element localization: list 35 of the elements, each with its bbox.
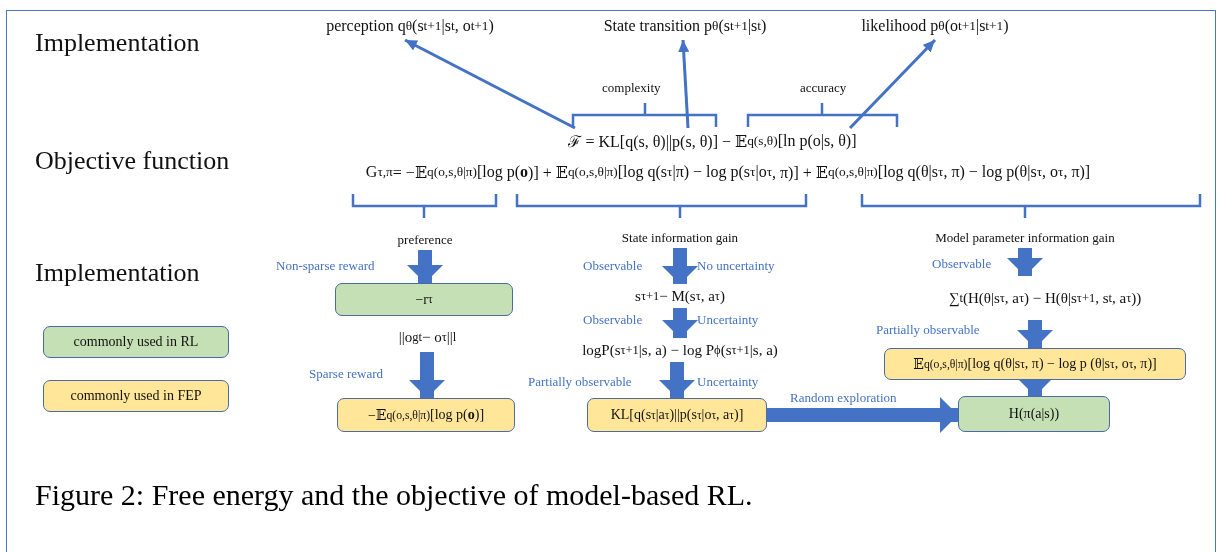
formula-box: H(π(a|s)) xyxy=(958,396,1110,432)
edge-label: Partially observable xyxy=(876,322,980,338)
figure-caption: Figure 2: Free energy and the objective of model-based RL. xyxy=(35,478,753,512)
term-label: State information gain xyxy=(605,228,755,248)
legend-item: commonly used in RL xyxy=(43,326,229,358)
edge-label: Non-sparse reward xyxy=(276,258,375,274)
arrow xyxy=(848,38,937,130)
edge-label: Observable xyxy=(932,256,992,272)
annotation-text: complexity xyxy=(602,80,661,96)
edge-label: Observable xyxy=(583,258,643,274)
block-arrow xyxy=(409,352,445,398)
annotation-text: No uncertainty xyxy=(697,258,775,274)
term-label: preference xyxy=(390,230,460,250)
arrow xyxy=(404,38,576,130)
edge-label: Observable xyxy=(583,312,643,328)
term-label: Model parameter information gain xyxy=(900,228,1150,248)
section-heading: Objective function xyxy=(35,146,230,176)
edge-label: Sparse reward xyxy=(309,366,383,382)
block-arrow xyxy=(662,308,698,338)
annotation-text: Uncertainty xyxy=(697,312,759,328)
section-heading: Implementation xyxy=(35,28,200,58)
block-arrow xyxy=(767,397,958,433)
annotation-text: Uncertainty xyxy=(697,374,759,390)
block-arrow xyxy=(407,250,443,283)
block-arrow xyxy=(1017,320,1053,348)
annotation-text: accuracy xyxy=(800,80,847,96)
block-arrow xyxy=(659,362,695,398)
arrow xyxy=(678,39,690,129)
edge-label: Random exploration xyxy=(790,390,897,406)
block-arrow xyxy=(1007,248,1043,276)
edge-label: Partially observable xyxy=(528,374,632,390)
block-arrow xyxy=(1017,378,1053,396)
block-arrow xyxy=(662,248,698,284)
legend-item: commonly used in FEP xyxy=(43,380,229,412)
section-heading: Implementation xyxy=(35,258,200,288)
